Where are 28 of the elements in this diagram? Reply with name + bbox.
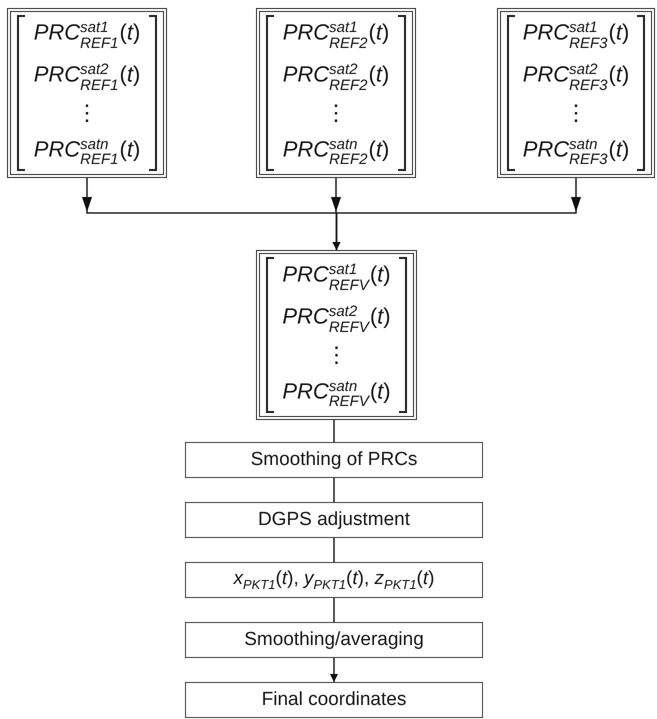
- formula-text: PRC$^{satn}$$_{REF1}$(t): [34, 134, 140, 166]
- vertical-ellipsis: ⋮: [326, 344, 348, 366]
- formula-text: PRC$^{satn}$$_{REF3}$(t): [522, 134, 630, 166]
- formula-text: PRC$^{sat2}$$_{REFV}$(t): [282, 302, 391, 334]
- arrow: [330, 658, 338, 682]
- formula-text: PRC$^{sat1}$$_{REFV}$(t): [282, 260, 391, 292]
- process-box: [185, 562, 483, 598]
- formula-text: PRC$^{sat2}$$_{REF2}$(t): [282, 60, 390, 92]
- vertical-ellipsis: ⋮: [325, 102, 347, 124]
- step-label: DGPS adjustment: [258, 509, 410, 531]
- process-box: [185, 682, 483, 718]
- formula-text: PRC$^{sat1}$$_{REF2}$(t): [282, 18, 390, 50]
- process-box: [185, 502, 483, 538]
- process-box: [185, 622, 483, 658]
- vertical-ellipsis: ⋮: [565, 102, 587, 124]
- formula-text: PRC$^{satn}$$_{REF2}$(t): [282, 134, 390, 166]
- arrow: [332, 178, 581, 250]
- formula-text: PRC$^{sat1}$$_{REF1}$(t): [34, 18, 140, 50]
- formula-text: PRC$^{sat2}$$_{REF1}$(t): [34, 60, 140, 92]
- formula-text: PRC$^{sat2}$$_{REF3}$(t): [522, 60, 630, 92]
- formula-text: x$_{PKT1}$(t), y$_{PKT1}$(t), z$_{PKT1}$(t): [234, 568, 434, 592]
- step-label: Final coordinates: [262, 689, 406, 711]
- formula-text: PRC$^{sat1}$$_{REF3}$(t): [522, 18, 630, 50]
- formula-text: PRC$^{satn}$$_{REFV}$(t): [282, 376, 391, 408]
- vertical-ellipsis: ⋮: [76, 102, 98, 124]
- process-box: [185, 442, 483, 478]
- step-label: Smoothing/averaging: [244, 629, 424, 651]
- step-label: Smoothing of PRCs: [250, 449, 418, 471]
